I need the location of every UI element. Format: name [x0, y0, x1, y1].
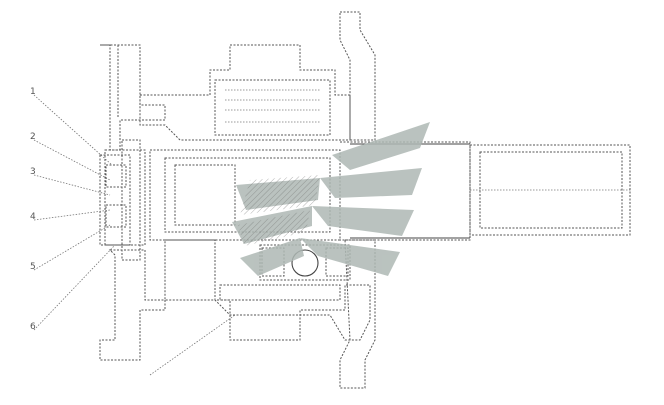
callout-4: 4	[30, 212, 36, 222]
upper-housing	[139, 44, 351, 141]
lower-housing	[164, 239, 371, 341]
watermark-emblem	[232, 122, 430, 276]
leader-lines	[33, 94, 236, 376]
left-flange	[99, 44, 166, 361]
callout-6: 6	[30, 322, 36, 332]
bottom-plate	[339, 239, 376, 389]
callout-3: 3	[30, 167, 36, 177]
callout-2: 2	[30, 132, 36, 142]
end-cap	[99, 139, 141, 261]
callout-1: 1	[30, 87, 36, 97]
callouts: 1 2 3 4 5 6	[30, 87, 36, 332]
callout-5: 5	[30, 262, 36, 272]
top-plate	[339, 11, 376, 141]
